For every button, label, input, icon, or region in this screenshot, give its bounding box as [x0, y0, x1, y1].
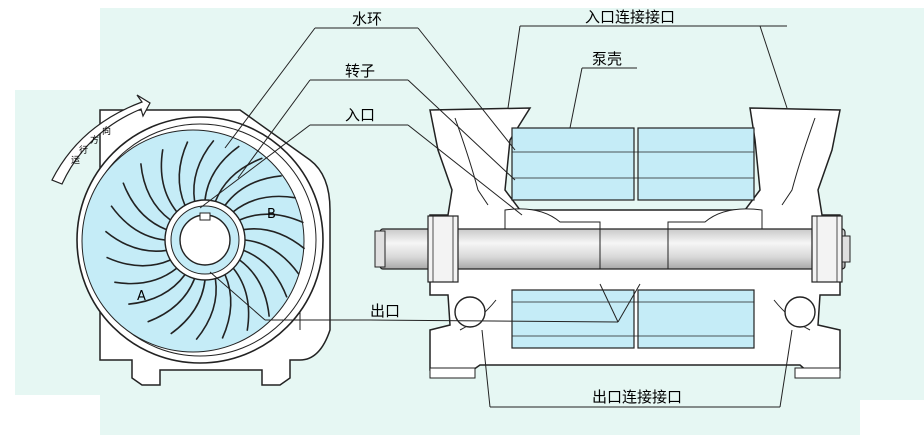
impeller-blade: [243, 228, 306, 250]
outlet-connection-label: 出口连接接口: [592, 388, 683, 406]
section-view: [374, 107, 851, 379]
lower-right-blades: [637, 289, 755, 349]
impeller-blade: [232, 195, 296, 213]
impeller-blade: [193, 139, 215, 202]
zone-a-label: A: [137, 289, 146, 304]
upper-right-blades: [637, 127, 755, 201]
impeller-blade: [221, 274, 232, 339]
impeller-blade: [178, 141, 189, 206]
impeller-blade: [128, 274, 186, 305]
shaft-bore: [179, 214, 231, 266]
outlet-volute-left: [454, 296, 486, 328]
rotor-label: 转子: [345, 62, 376, 80]
foot-right: [794, 367, 841, 379]
zone-b-label: B: [267, 207, 276, 222]
rotation-direction-arrow: [51, 94, 151, 185]
foot-left: [429, 367, 476, 379]
leader-lines: [199, 25, 793, 408]
outlet-volute-right: [784, 296, 816, 328]
impeller-blade: [239, 213, 304, 224]
impeller-blade: [140, 163, 171, 221]
impeller-blade: [170, 279, 206, 335]
impeller-blade: [147, 278, 196, 323]
shaft-end-left: [374, 230, 386, 268]
shaft-end-right: [841, 235, 851, 263]
impeller-blade: [110, 205, 166, 241]
end-view: [51, 94, 331, 386]
impeller-blade: [195, 278, 217, 341]
impeller-blade: [239, 259, 270, 317]
impeller-blade: [214, 157, 263, 202]
water-ring-label: 水环: [352, 10, 383, 28]
impeller-blade: [224, 175, 282, 206]
direction-char-2: 行: [79, 146, 89, 156]
inlet-label: 入口: [345, 106, 376, 124]
impeller-blade: [232, 267, 250, 331]
direction-char-4: 向: [102, 127, 112, 137]
impeller-blade: [243, 249, 288, 298]
impeller-blade: [104, 230, 167, 252]
impeller-blade: [106, 256, 171, 267]
direction-char-3: 方: [90, 136, 100, 146]
upper-left-blades: [511, 127, 635, 201]
outlet-label: 出口: [370, 302, 401, 320]
impeller-blade: [244, 239, 300, 275]
pump-casing-label: 泵壳: [592, 50, 623, 68]
left-bearing: [427, 215, 459, 283]
impeller-blade: [114, 267, 178, 285]
direction-char-1: 运: [71, 156, 81, 166]
impeller-blade: [160, 149, 178, 213]
lower-left-blades: [511, 289, 635, 349]
right-bearing: [811, 215, 843, 283]
inlet-connection-label: 入口连接接口: [585, 8, 676, 26]
rotor-impeller: [104, 139, 306, 341]
impeller-blade: [204, 145, 240, 201]
impeller-blade: [122, 182, 167, 231]
